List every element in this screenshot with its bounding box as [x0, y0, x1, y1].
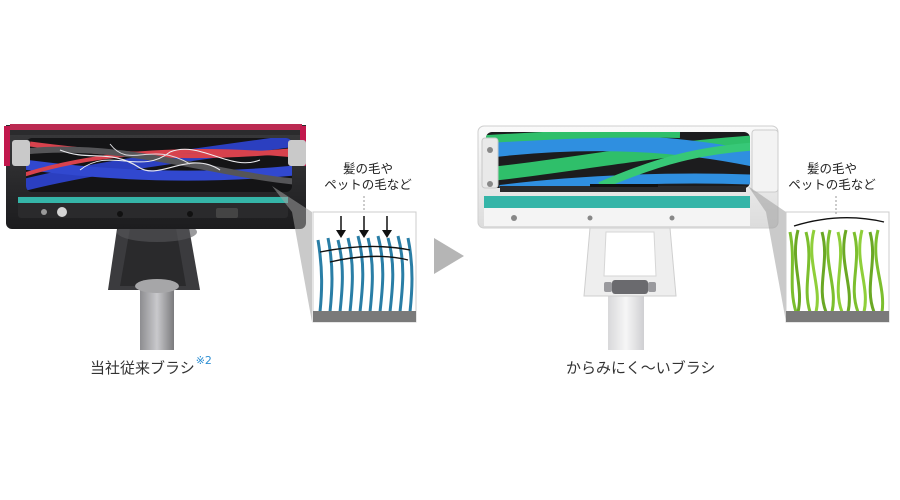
new-brush-caption: からみにく〜いブラシ: [566, 357, 715, 378]
new-fiber-closeup: [785, 196, 890, 323]
callout-line-2: ペットの毛など: [324, 177, 412, 192]
conventional-brush-head: [4, 124, 306, 350]
callout-line-1: 髪の毛や: [806, 161, 857, 176]
down-arrow-icon: [336, 216, 392, 238]
footnote-marker: ※2: [195, 354, 212, 367]
zoom-connector: [272, 186, 312, 322]
callout-line-1: 髪の毛や: [342, 161, 393, 176]
hair-callout-new: 髪の毛や ペットの毛など: [782, 161, 882, 193]
conventional-fiber-closeup: [312, 196, 417, 323]
caption-text: からみにく〜いブラシ: [566, 359, 716, 377]
callout-line-2: ペットの毛など: [788, 177, 876, 192]
zoom-connector: [748, 186, 786, 322]
new-brush-head: [477, 125, 779, 350]
hair-callout-conventional: 髪の毛や ペットの毛など: [318, 161, 418, 193]
conventional-brush-caption: 当社従来ブラシ※2: [90, 354, 212, 378]
caption-text: 当社従来ブラシ: [90, 359, 195, 377]
right-arrow-icon: [434, 238, 464, 274]
